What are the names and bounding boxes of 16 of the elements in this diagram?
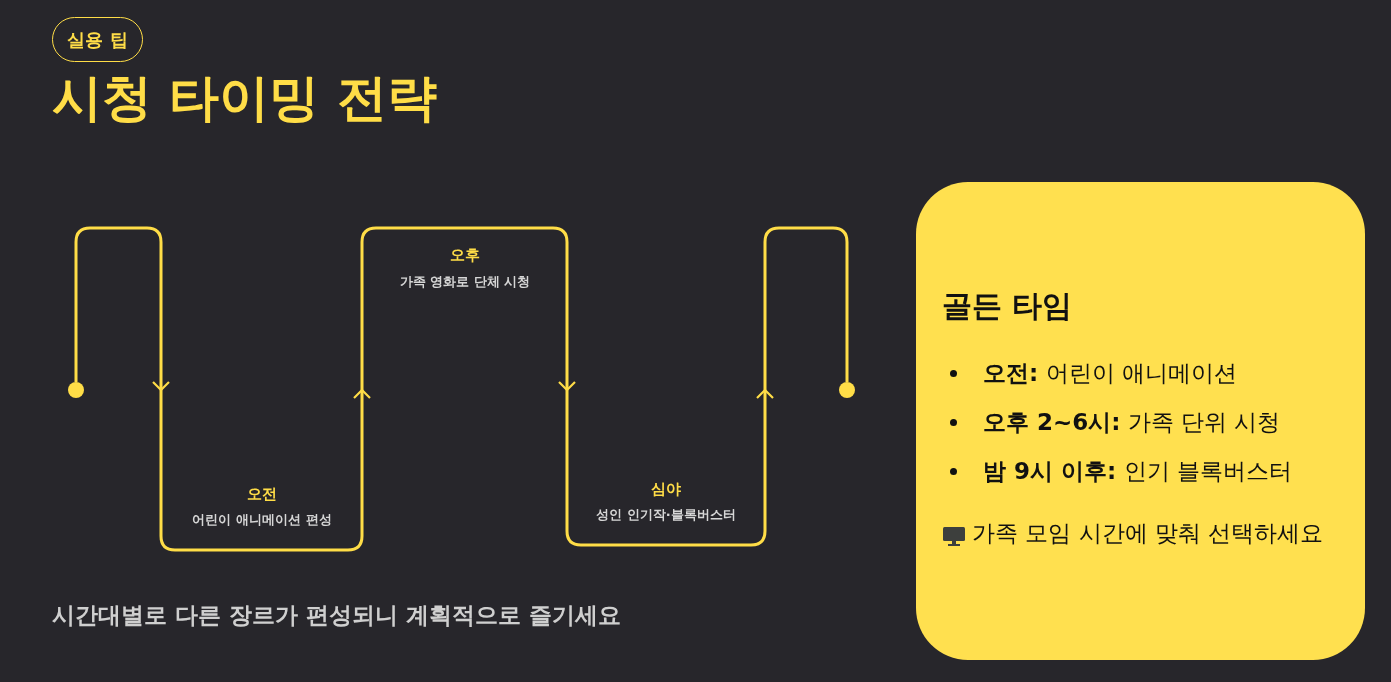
- caption: 시간대별로 다른 장르가 편성되니 계획적으로 즐기세요: [52, 601, 622, 630]
- period-heading: 심야: [651, 480, 681, 499]
- period-heading: 오후: [450, 246, 480, 265]
- period-description: 가족 영화로 단체 시청: [399, 273, 531, 291]
- info-card: [916, 182, 1365, 660]
- period-heading: 오전: [247, 485, 277, 504]
- card-heading: 골든 타임: [942, 287, 1073, 325]
- note-text: 가족 모임 시간에 맞춰 선택하세요: [972, 519, 1324, 548]
- period-description: 어린이 애니메이션 편성: [192, 511, 332, 529]
- endpoint-dot: [839, 382, 855, 398]
- list-item: 오후 2~6시: 가족 단위 시청: [983, 408, 1281, 437]
- title: 시청 타이밍 전략: [52, 68, 437, 128]
- endpoint-dot: [68, 382, 84, 398]
- list-item: 밤 9시 이후: 인기 블록버스터: [983, 457, 1292, 486]
- list-item: 오전: 어린이 애니메이션: [983, 359, 1237, 388]
- period-description: 성인 인기작·블록버스터: [596, 506, 736, 524]
